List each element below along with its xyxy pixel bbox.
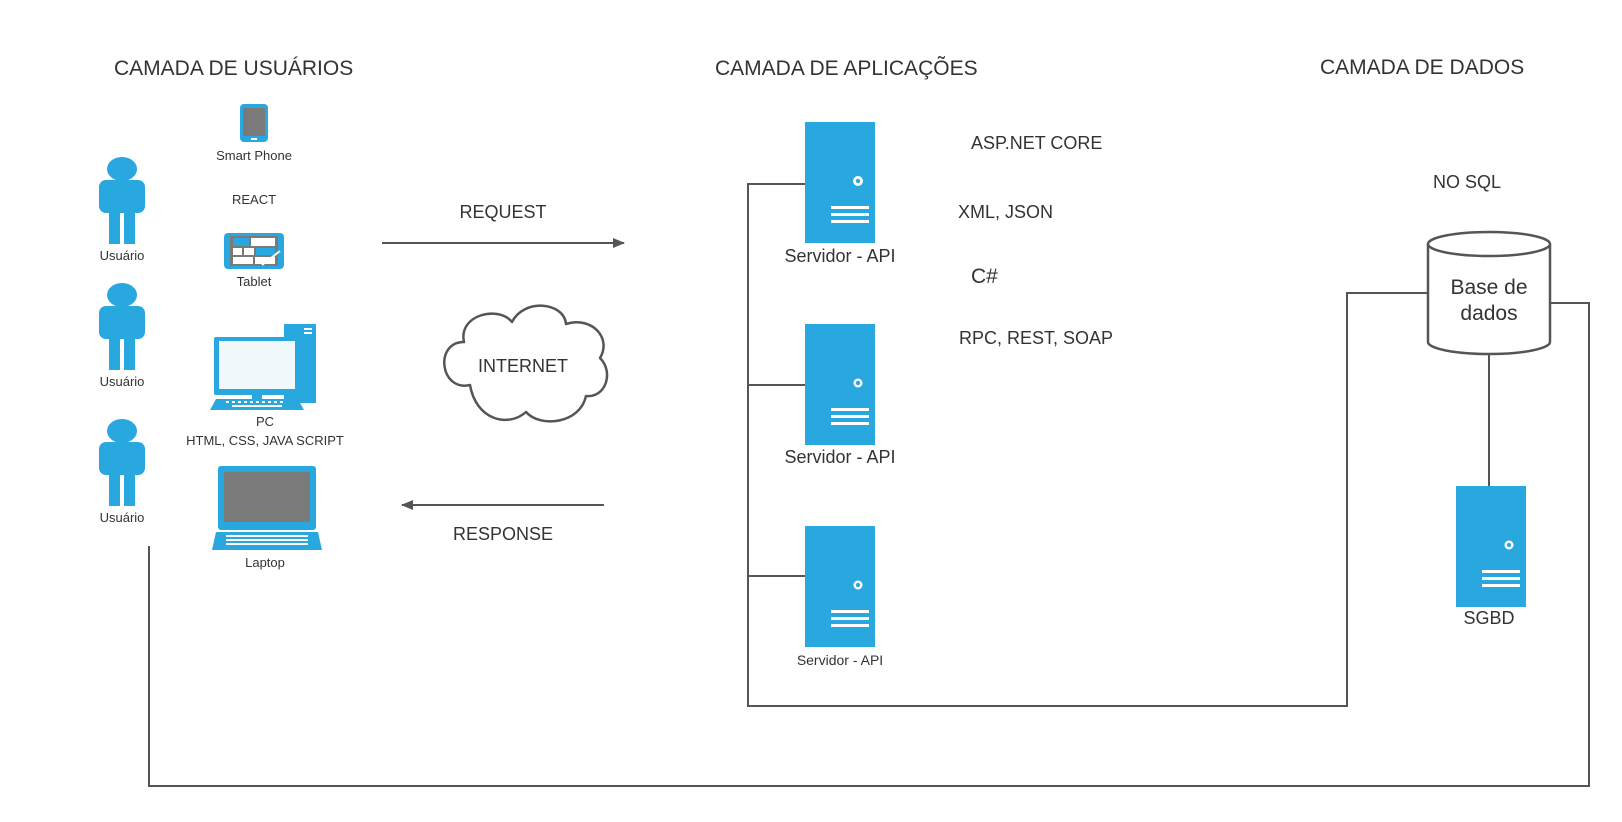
tablet-label: Tablet — [236, 274, 272, 289]
csharp-label: C# — [971, 265, 998, 288]
pc-label: PC — [255, 414, 275, 429]
database-label-line1: Base de — [1450, 276, 1528, 299]
server-label: Servidor - API — [784, 246, 896, 266]
person-icon — [99, 419, 145, 506]
server-label: Servidor - API — [796, 652, 884, 668]
person-icon — [99, 157, 145, 244]
rpc-label: RPC, REST, SOAP — [959, 328, 1114, 348]
sgbd-label: SGBD — [1463, 608, 1515, 628]
server-icon — [805, 526, 875, 647]
xmljson-label: XML, JSON — [958, 202, 1054, 222]
response-label: RESPONSE — [452, 524, 554, 544]
database-label-line2: dados — [1460, 302, 1518, 326]
smartphone-label: Smart Phone — [216, 148, 292, 163]
layer-title-data: CAMADA DE DADOS — [1320, 56, 1525, 79]
server-label: Servidor - API — [784, 447, 896, 467]
data-users-connector — [148, 302, 1590, 787]
user-label: Usuário — [99, 510, 145, 525]
laptop-label: Laptop — [245, 555, 285, 570]
react-label: REACT — [231, 192, 277, 207]
layer-title-apps: CAMADA DE APLICAÇÕES — [715, 57, 978, 80]
tablet-icon — [224, 233, 284, 269]
user-label: Usuário — [99, 374, 145, 389]
cloud-icon — [443, 304, 609, 423]
internet-label: INTERNET — [478, 356, 568, 376]
app-data-connector — [747, 183, 1428, 707]
user-label: Usuário — [99, 248, 145, 263]
laptop-icon — [212, 466, 322, 550]
database-icon — [1426, 230, 1552, 356]
server-icon — [805, 324, 875, 445]
pc-tech-label: HTML, CSS, JAVA SCRIPT — [186, 433, 344, 448]
connector-lines — [148, 183, 1590, 787]
layer-title-users: CAMADA DE USUÁRIOS — [114, 57, 354, 80]
request-label: REQUEST — [459, 202, 547, 222]
server-icon — [805, 122, 875, 243]
database-label: Base de dados — [1450, 275, 1527, 328]
desktop-pc-icon — [210, 324, 316, 410]
aspnet-label: ASP.NET CORE — [971, 133, 1103, 153]
person-icon — [99, 283, 145, 370]
nosql-label: NO SQL — [1432, 172, 1502, 192]
smartphone-icon — [240, 104, 268, 142]
server-icon — [1456, 486, 1526, 607]
